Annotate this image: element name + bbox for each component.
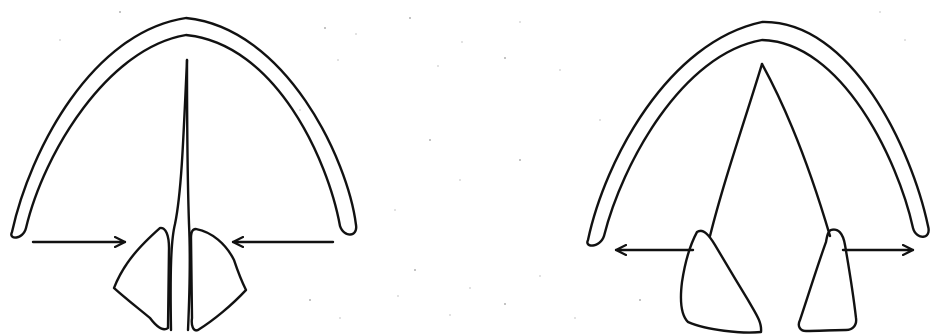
scan-speck xyxy=(519,21,520,22)
scan-speck xyxy=(639,299,641,301)
scan-speck xyxy=(539,275,540,276)
scan-speck xyxy=(437,65,438,66)
scan-speck xyxy=(337,59,338,60)
scan-speck xyxy=(904,39,905,40)
scan-speck xyxy=(429,139,431,141)
right-wedge-right xyxy=(799,230,856,331)
right-panel xyxy=(587,22,928,333)
left-wedge-right xyxy=(191,229,246,330)
left-panel xyxy=(11,18,356,330)
scan-speck xyxy=(324,27,326,29)
scan-speck xyxy=(309,299,311,301)
scan-speck xyxy=(394,209,395,210)
scan-speck xyxy=(459,179,460,180)
left-inner-plate-left xyxy=(171,60,187,330)
scan-speck xyxy=(504,303,506,305)
left-inner-plate-right xyxy=(187,60,190,330)
scan-speck xyxy=(339,317,340,318)
scan-speck xyxy=(414,269,416,271)
scan-speck xyxy=(469,287,470,288)
scan-speck xyxy=(59,39,60,40)
scan-speck xyxy=(599,119,600,120)
scan-speck xyxy=(397,295,398,296)
scan-speck xyxy=(461,41,462,42)
scan-speck xyxy=(449,314,450,315)
right-arch-outline xyxy=(587,22,928,246)
scan-speck xyxy=(559,69,560,70)
scan-speck xyxy=(355,33,356,34)
scan-noise xyxy=(59,11,905,319)
scan-speck xyxy=(409,17,411,19)
scan-speck xyxy=(504,57,506,59)
right-wedge-left xyxy=(681,231,761,333)
scan-speck xyxy=(574,317,575,318)
scan-speck xyxy=(879,11,880,12)
right-inner-plate-right xyxy=(762,64,830,236)
scan-speck xyxy=(519,159,521,161)
right-inner-plate-left xyxy=(710,64,762,236)
scan-speck xyxy=(119,11,121,13)
scan-speck xyxy=(299,109,300,110)
